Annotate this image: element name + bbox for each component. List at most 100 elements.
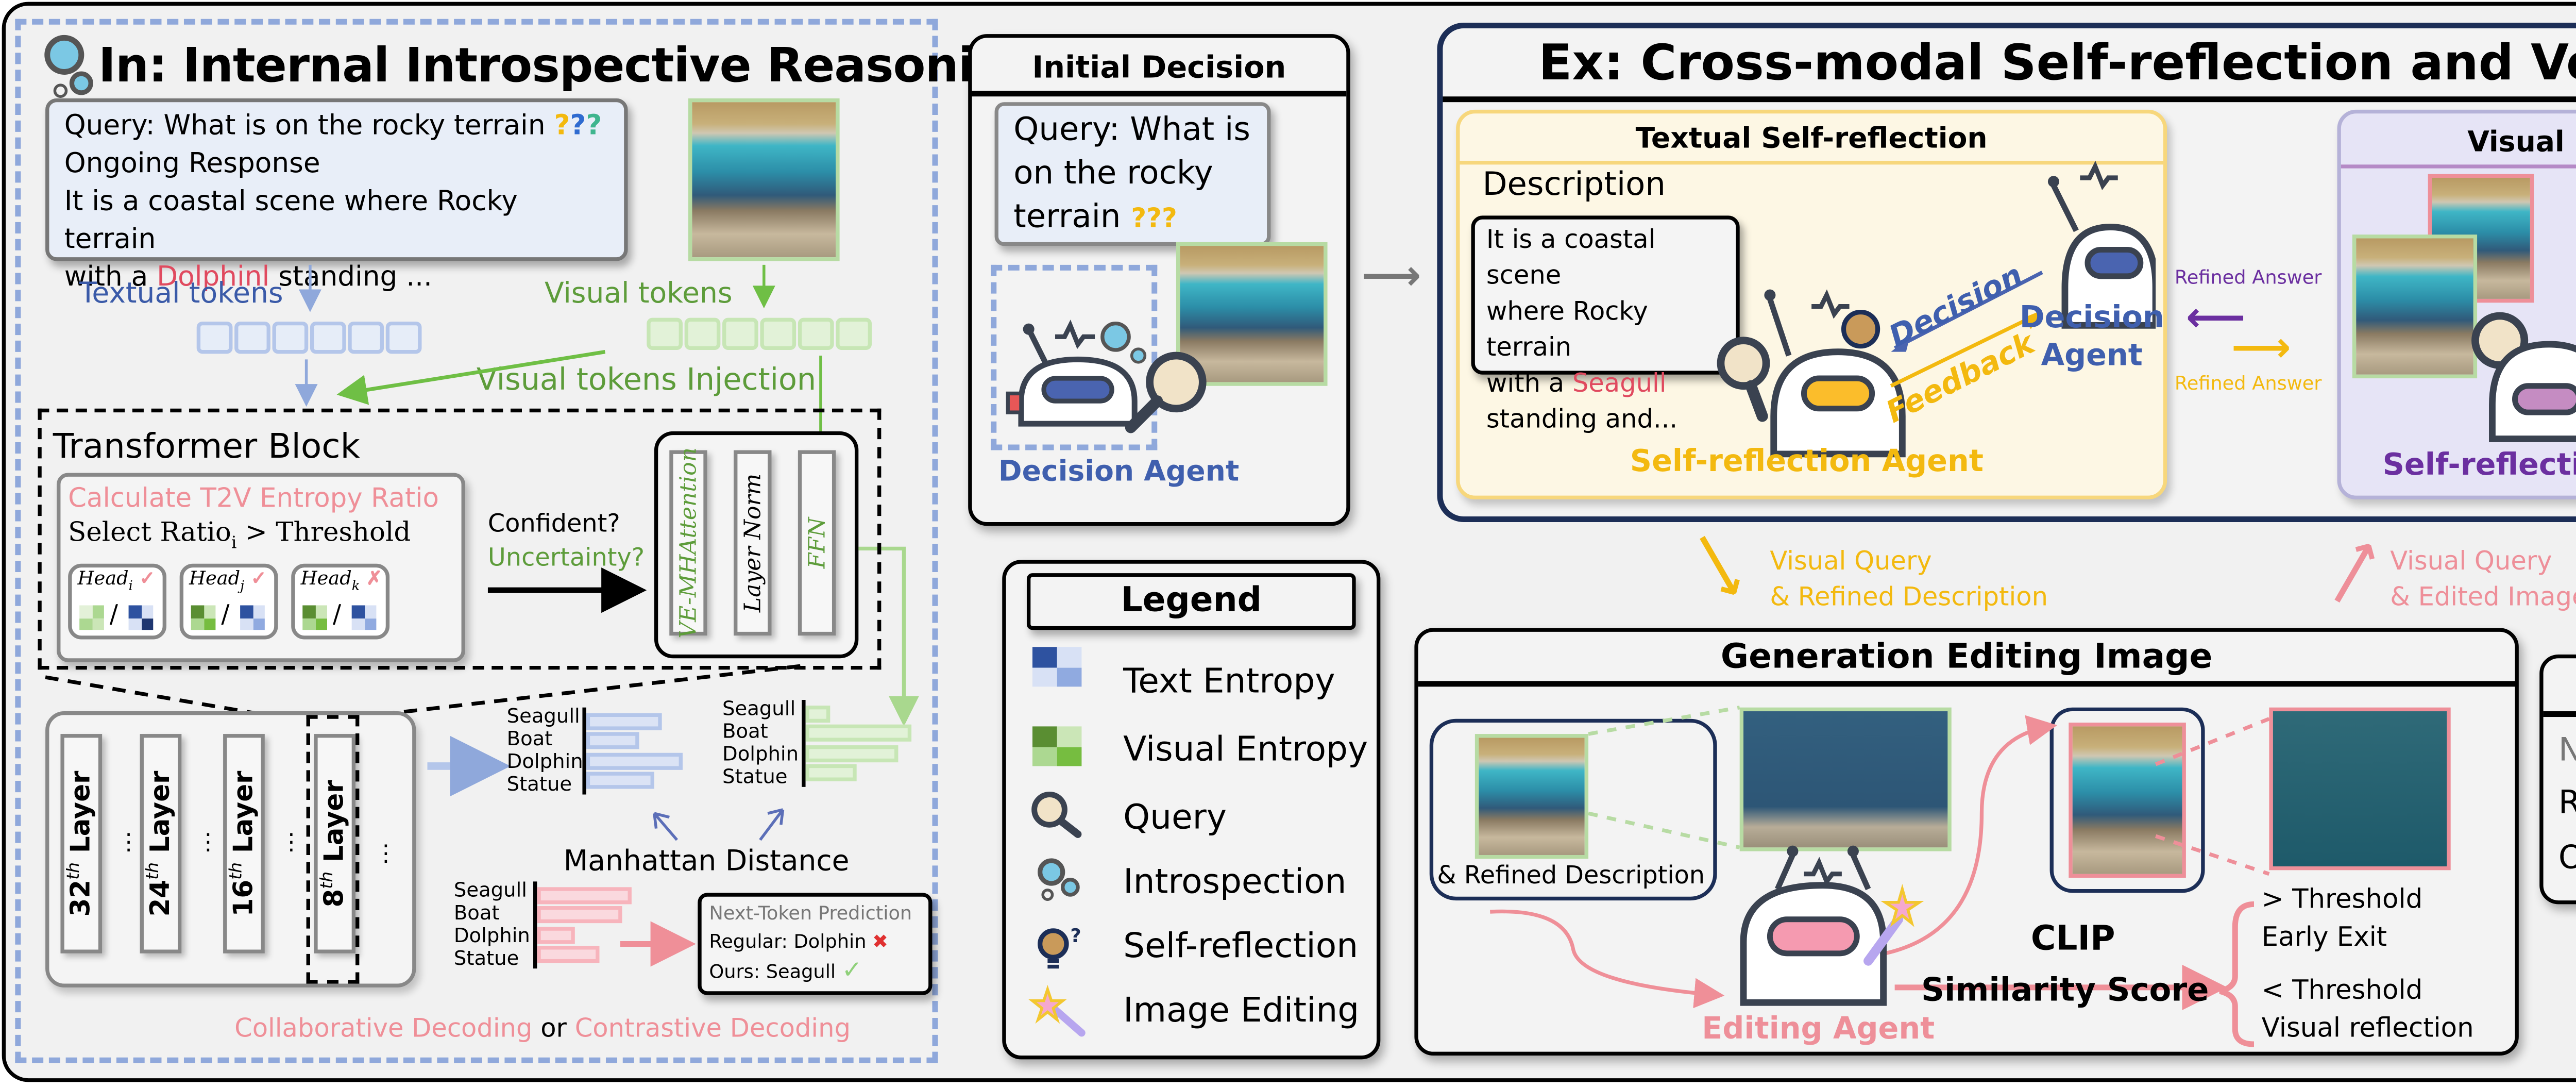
query-text: Query: What is on the rocky terrain bbox=[64, 111, 546, 142]
text-entropy-icon bbox=[351, 605, 377, 630]
visual-reflection: Visual reflection bbox=[2261, 1014, 2474, 1045]
flow-arrow-right-icon: ⟶ bbox=[1361, 253, 1421, 301]
distribution-label: Statue bbox=[506, 774, 572, 797]
text-entropy-icon bbox=[128, 605, 154, 630]
distribution-bar bbox=[586, 751, 683, 769]
confident-label: Confident? bbox=[487, 510, 620, 540]
layer-8-label: 8th Layer bbox=[319, 780, 350, 907]
head-subscript: k bbox=[351, 579, 360, 594]
distribution-bar bbox=[586, 732, 640, 749]
magic-wand-icon bbox=[1028, 984, 1086, 1037]
corrected-token: Seagull bbox=[1572, 369, 1667, 399]
head-card: Headj ✓/ bbox=[179, 563, 278, 640]
ratio-slash: / bbox=[109, 601, 118, 630]
input-image bbox=[688, 98, 840, 261]
ongoing-label: Ongoing Response bbox=[64, 149, 320, 180]
visual-token-row bbox=[647, 317, 873, 358]
arrow-right-icon: ⟶ bbox=[2231, 325, 2291, 373]
visual-entropy-icon bbox=[191, 605, 216, 630]
distribution-bar bbox=[805, 764, 857, 781]
distribution-bar bbox=[586, 712, 662, 729]
visual-token bbox=[836, 317, 872, 350]
below-threshold: < Threshold bbox=[2261, 976, 2423, 1007]
head-label: Headi ✓ bbox=[77, 569, 156, 594]
introspection-frame bbox=[991, 264, 1158, 450]
initial-query-text: Query: What is on the rocky terrain bbox=[1013, 111, 1250, 237]
layer-suffix: th bbox=[145, 862, 164, 880]
head-card: Headk ✗/ bbox=[291, 563, 390, 640]
divider bbox=[2543, 711, 2576, 716]
divider bbox=[2341, 164, 2576, 169]
desc-line: standing and... bbox=[1486, 405, 1678, 436]
legend-item-query: Query bbox=[1123, 798, 1227, 838]
divider bbox=[972, 91, 1347, 96]
agent-line: Agent bbox=[2041, 337, 2143, 373]
distribution-bar bbox=[537, 886, 632, 903]
input-bundle-frame bbox=[1429, 718, 1717, 901]
textual-self-agent-label: Self-reflection Agent bbox=[1630, 442, 1984, 479]
introspection-bubbles-icon bbox=[1038, 858, 1080, 901]
crop-guide bbox=[2155, 834, 2270, 876]
early-exit: Early Exit bbox=[2261, 923, 2387, 953]
check-icon: ✓ bbox=[841, 957, 862, 986]
final-ours: Ours: Seagull bbox=[2558, 839, 2576, 877]
visual-token bbox=[722, 317, 758, 350]
distribution-label: Seagull bbox=[506, 706, 580, 729]
ratio-slash: / bbox=[221, 601, 230, 630]
injection-arrow bbox=[336, 350, 606, 405]
layer-32: 32th Layer bbox=[60, 734, 103, 953]
visual-tokens-label: Visual tokens bbox=[545, 276, 733, 310]
legend-title-box: Legend bbox=[1026, 573, 1356, 630]
prediction-box: Next-Token Prediction Regular: Dolphin ✖… bbox=[698, 893, 933, 995]
calc-label: Calculate T2V Entropy Ratio bbox=[68, 484, 439, 515]
layer-number: 24 bbox=[146, 879, 177, 917]
description-label: Description bbox=[1482, 166, 1666, 205]
query-magnifier-icon bbox=[1031, 792, 1082, 838]
layer-16: 16th Layer bbox=[223, 734, 265, 953]
cross-icon: ✗ bbox=[360, 569, 382, 591]
question-marks-icon: ? bbox=[554, 111, 570, 142]
head-cards: Headi ✓/Headj ✓/Headk ✗/ bbox=[68, 563, 390, 640]
visual-token bbox=[647, 317, 683, 350]
ve-mhattention-label: VE-MHAttention bbox=[675, 447, 702, 639]
visual-token bbox=[798, 317, 834, 350]
clip-label: CLIP bbox=[2030, 919, 2115, 959]
visual-query-edited-label: Visual Query& Edited Image bbox=[2390, 545, 2576, 616]
layer-32-label: 32th Layer bbox=[65, 771, 97, 917]
layer-suffix: th bbox=[319, 871, 338, 889]
layer-word: Layer bbox=[320, 780, 351, 862]
hallucinated-token: Dolphinl bbox=[157, 263, 270, 293]
distribution-label: Dolphin bbox=[722, 743, 799, 766]
visual-title: Visual Self-reflection bbox=[2467, 125, 2576, 159]
crop-guide bbox=[2155, 717, 2270, 766]
distribution-bar bbox=[537, 926, 576, 943]
injection-label: Visual tokens Injection bbox=[476, 361, 817, 397]
legend-item-self-reflection: Self-reflection bbox=[1123, 927, 1359, 967]
entropy-ratio-box: Calculate T2V Entropy Ratio Select Ratio… bbox=[57, 473, 465, 662]
distribution-label: Seagull bbox=[453, 879, 527, 902]
check-icon: ✓ bbox=[244, 569, 267, 591]
distribution-label: Seagull bbox=[722, 698, 796, 721]
visual-entropy-icon bbox=[1032, 726, 1082, 766]
final-prediction: Next-Token Prediction Regular: Dolphin ✖… bbox=[2544, 716, 2576, 892]
svg-text:?: ? bbox=[1070, 925, 1081, 947]
threshold-brace bbox=[2219, 901, 2255, 1047]
uncertainty-label: Uncertainty? bbox=[487, 545, 645, 574]
introspection-bubbles-icon bbox=[44, 35, 93, 98]
final-decision-title: Final Decision bbox=[2544, 666, 2576, 706]
select-threshold: > Threshold bbox=[236, 518, 411, 549]
selected-layer-frame bbox=[306, 715, 360, 984]
visual-entropy-icon bbox=[79, 605, 104, 630]
layer-norm-label: Layer Norm bbox=[739, 473, 766, 613]
select-text: Select Ratio bbox=[68, 518, 231, 549]
ffn-label: FFN bbox=[803, 517, 831, 569]
regular-prediction: Regular: Dolphin bbox=[709, 932, 867, 953]
refined-answer-bottom: Refined Answer bbox=[2174, 374, 2322, 396]
zoom-lines bbox=[45, 664, 802, 725]
desc-line: where Rocky terrain bbox=[1486, 297, 1648, 363]
original-image bbox=[2352, 235, 2478, 379]
ffn-module: FFN bbox=[798, 450, 836, 636]
desc-prefix: with a bbox=[1486, 369, 1572, 399]
